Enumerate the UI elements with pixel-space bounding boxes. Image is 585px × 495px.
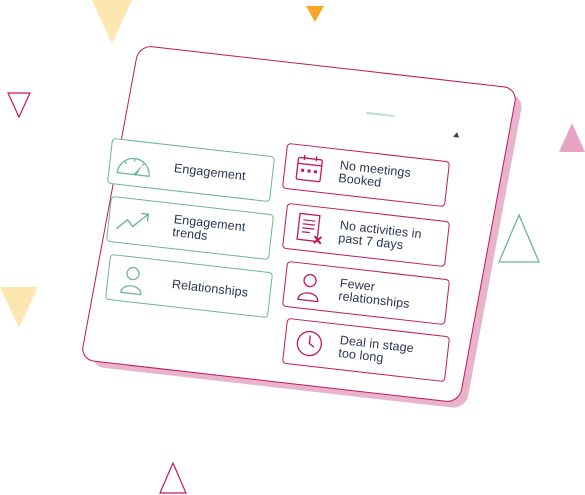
card-label: Engagement trends	[171, 212, 247, 243]
trend-arrow-icon	[107, 196, 160, 247]
gauge-icon	[108, 138, 161, 189]
clock-icon	[283, 318, 336, 369]
pink-outline-triangle-left	[7, 92, 31, 119]
green-outline-triangle	[498, 213, 540, 263]
person-icon	[283, 261, 336, 312]
yellow-triangle-left	[0, 287, 38, 328]
card-label: Relationships	[171, 276, 249, 300]
card-label: No activities in past 7 days	[337, 218, 423, 253]
orange-triangle	[306, 6, 324, 22]
person-icon	[106, 254, 159, 305]
card-no-meetings-booked[interactable]: No meetings Booked	[281, 142, 451, 208]
card-label: No meetings Booked	[337, 158, 412, 190]
card-fewer-relationships[interactable]: Fewer relationships	[281, 260, 451, 326]
card-deal-in-stage[interactable]: Deal in stage too long	[281, 317, 451, 383]
pink-outline-triangle-bottom	[159, 461, 187, 494]
card-engagement-trends[interactable]: Engagement trends	[105, 195, 275, 261]
card-label: Fewer relationships	[337, 276, 411, 311]
pink-triangle-right	[559, 123, 585, 152]
card-no-activities[interactable]: No activities in past 7 days	[281, 202, 451, 268]
card-engagement[interactable]: Engagement	[106, 137, 276, 203]
yellow-triangle-top	[92, 0, 132, 44]
card-relationships[interactable]: Relationships	[104, 253, 274, 319]
card-label: Deal in stage too long	[337, 333, 415, 365]
calendar-icon	[283, 143, 336, 194]
document-x-icon	[283, 203, 336, 254]
card-label: Engagement	[173, 160, 247, 183]
